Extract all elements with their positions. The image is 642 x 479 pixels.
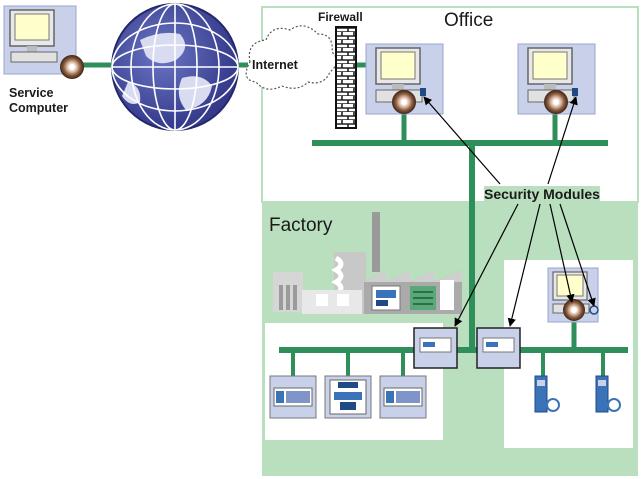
service-computer-label-line2: Computer	[9, 101, 69, 115]
security-module-icon	[476, 327, 521, 369]
motor-drive-icon	[534, 375, 560, 413]
service-computer-label-line1: Service	[9, 86, 54, 100]
internet-label: Internet	[252, 58, 298, 72]
firewall-label: Firewall	[318, 10, 363, 24]
pc-with-disc-icon	[3, 5, 84, 79]
service-computer-label: Service Computer	[9, 86, 68, 116]
security-module-icon	[413, 327, 458, 369]
plc-controller-icon	[379, 375, 427, 419]
globe-icon	[111, 3, 239, 131]
office-pc-icon	[365, 43, 444, 115]
brick-wall-icon	[335, 26, 357, 129]
security-module-arrows	[423, 96, 596, 327]
plc-controller-icon	[324, 375, 372, 419]
cloud-icon	[245, 25, 338, 90]
motor-drive-icon	[595, 375, 621, 413]
plc-controller-icon	[269, 375, 317, 419]
factory-label: Factory	[269, 215, 333, 236]
factory-building-icon	[273, 212, 462, 314]
office-label: Office	[444, 10, 494, 31]
office-pc-icon	[517, 43, 596, 115]
security-modules-label: Security Modules	[484, 186, 600, 202]
